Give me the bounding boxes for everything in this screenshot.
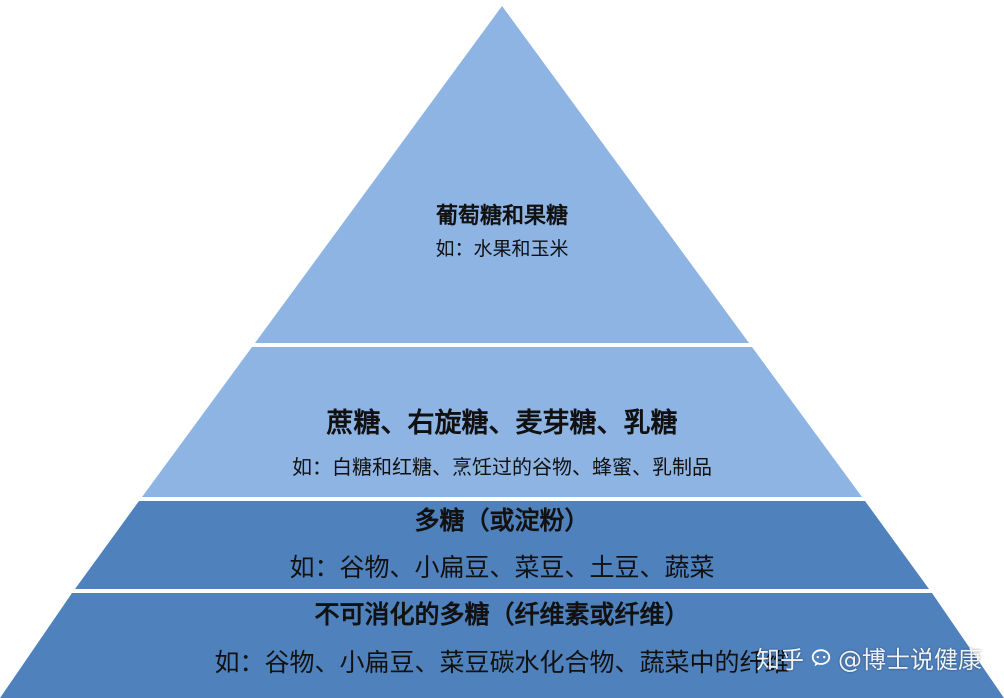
- tier-top-subtitle: 如：水果和玉米: [435, 238, 569, 260]
- tier-bottom-title: 不可消化的多糖（纤维素或纤维）: [314, 600, 690, 629]
- tier-second-title: 蔗糖、右旋糖、麦芽糖、乳糖: [326, 408, 678, 439]
- tier-second-subtitle: 如：白糖和红糖、烹饪过的谷物、蜂蜜、乳制品: [292, 455, 712, 479]
- tier-bottom-subtitle: 如：谷物、小扁豆、菜豆碳水化合物、蔬菜中的纤维: [214, 648, 790, 677]
- watermark-author: @博士说健康: [838, 646, 982, 674]
- tier-third-title: 多糖（或淀粉）: [414, 506, 590, 535]
- watermark-site: 知乎: [756, 646, 804, 674]
- pyramid-tier-bottom: [0, 593, 1004, 698]
- pyramid-tier-second: [142, 347, 862, 497]
- chat-bubble-icon: [811, 648, 831, 666]
- pyramid-tier-top: [255, 6, 749, 343]
- watermark: 知乎 @博士说健康: [756, 640, 982, 675]
- pyramid-tier-third: [75, 501, 929, 589]
- tier-third-subtitle: 如：谷物、小扁豆、菜豆、土豆、蔬菜: [289, 553, 715, 582]
- tier-top-title: 葡萄糖和果糖: [435, 203, 568, 229]
